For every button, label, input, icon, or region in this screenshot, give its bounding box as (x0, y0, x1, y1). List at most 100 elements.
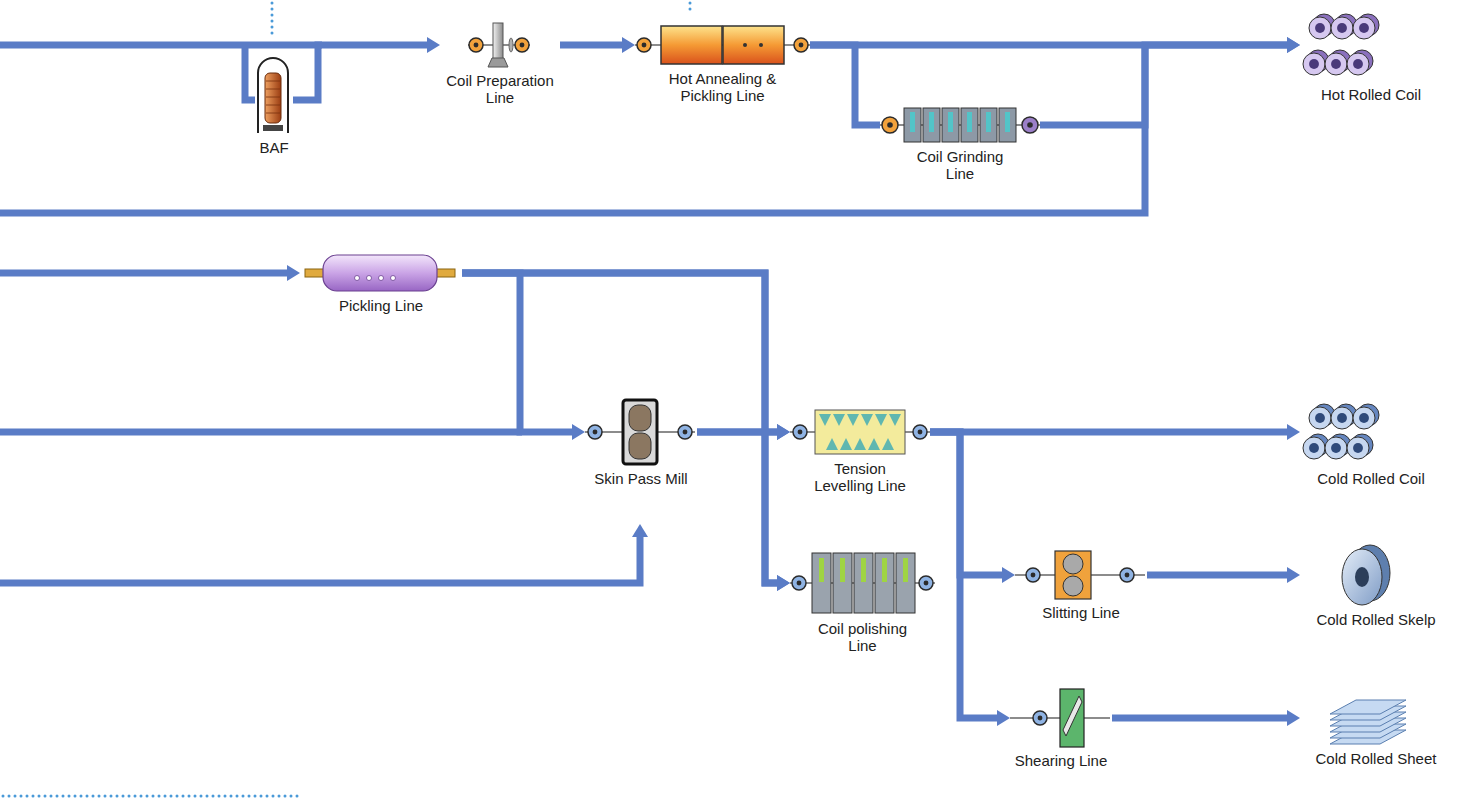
grinding-belt (910, 112, 915, 132)
roller-hub (887, 122, 893, 128)
feed-line (0, 429, 522, 436)
leveller-roll (840, 438, 852, 450)
roller-hub (474, 43, 479, 48)
furnace-hood (258, 58, 288, 133)
feed-branch (245, 45, 255, 100)
coil-face (1309, 17, 1331, 39)
leveller-roll (847, 414, 859, 426)
equipment-icon (255, 55, 293, 135)
tank-dot (367, 276, 372, 281)
arrow-head (1287, 37, 1300, 53)
equipment-icon (790, 408, 930, 456)
coil-face (1303, 437, 1325, 459)
equipment-node: Hot Annealing & Pickling Line (635, 24, 810, 105)
coil-eye (1309, 443, 1319, 453)
roller-hub (799, 43, 804, 48)
equipment-icon (1300, 8, 1442, 82)
grinding-head (904, 108, 921, 142)
grinding-belt (929, 112, 934, 132)
equipment-picture (1010, 688, 1110, 748)
roller (1022, 117, 1038, 133)
flow-connector (293, 37, 440, 100)
slitter-knife (1063, 554, 1083, 574)
charge-stripe (266, 113, 280, 114)
roller-hub (683, 430, 688, 435)
polishing-head (854, 553, 873, 613)
tank-dot (391, 276, 396, 281)
polishing-belt (840, 558, 845, 582)
equipment-picture (790, 408, 930, 456)
roller (919, 576, 933, 590)
equipment-icon (585, 398, 697, 466)
skelp-face (1342, 549, 1382, 605)
tank-dot (379, 276, 384, 281)
roller (1120, 568, 1134, 582)
coil-eye (1359, 23, 1369, 33)
node-label: Coil polishing Line (809, 620, 916, 655)
roller-hub (1027, 122, 1033, 128)
flow-connector (1147, 567, 1300, 583)
node-label: Cold Rolled Skelp (1300, 611, 1452, 628)
coil-eye (1353, 59, 1363, 69)
polishing-belt (819, 558, 824, 582)
box-dot (743, 43, 747, 47)
roller-hub (797, 581, 802, 586)
flow-line (462, 273, 777, 583)
equipment-node: BAF (255, 55, 293, 156)
roller-hub (520, 43, 525, 48)
flow-line (697, 432, 777, 583)
dotted-leader (271, 3, 274, 37)
roller-hub (642, 43, 647, 48)
flow-connector (462, 273, 790, 591)
pickling-box (723, 26, 784, 64)
arrow-head (572, 424, 585, 440)
grinding-belt (967, 112, 972, 132)
arrow-head (1287, 710, 1300, 726)
arrow-head (1002, 567, 1015, 583)
grinding-belt (948, 112, 953, 132)
flow-connector (810, 45, 880, 125)
equipment-picture (1300, 8, 1380, 82)
feed-line (0, 42, 322, 49)
roller-hub (1031, 573, 1036, 578)
roller-hub (593, 430, 598, 435)
skelp-eye (1355, 567, 1369, 587)
node-label: Cold Rolled Coil (1300, 470, 1442, 487)
roller (793, 425, 807, 439)
coil-eye (1331, 59, 1341, 69)
flow-line (1112, 715, 1287, 722)
equipment-picture (880, 106, 1040, 144)
furnace-charge (265, 73, 281, 123)
flow-connector (930, 432, 1015, 583)
equipment-node: Tension Levelling Line (790, 408, 930, 495)
dotted-leader (3, 795, 300, 798)
sheet-plate (1330, 700, 1406, 714)
roller (678, 425, 692, 439)
grinding-head (961, 108, 978, 142)
coil-eye (1359, 413, 1369, 423)
furnace-base (263, 125, 283, 131)
arrow-head (427, 37, 440, 53)
equipment-icon (1010, 688, 1112, 748)
dotted-leader (689, 3, 692, 13)
roller (882, 117, 898, 133)
grinding-head (942, 108, 959, 142)
leveller-roll (868, 438, 880, 450)
node-label: Tension Levelling Line (809, 460, 911, 495)
leveller-roll (854, 438, 866, 450)
node-label: Hot Annealing & Pickling Line (659, 70, 786, 105)
coil-eye (1315, 23, 1325, 33)
roller (1033, 711, 1047, 725)
equipment-node: Slitting Line (1015, 550, 1147, 621)
polishing-head (812, 553, 831, 613)
equipment-icon (635, 24, 810, 66)
coil-face (1303, 53, 1325, 75)
coil-face (1331, 17, 1353, 39)
equipment-picture (1300, 398, 1380, 466)
flow-line (930, 432, 997, 718)
coil-face (1347, 437, 1369, 459)
node-label: Coil Grinding Line (909, 148, 1011, 183)
roller (792, 576, 806, 590)
